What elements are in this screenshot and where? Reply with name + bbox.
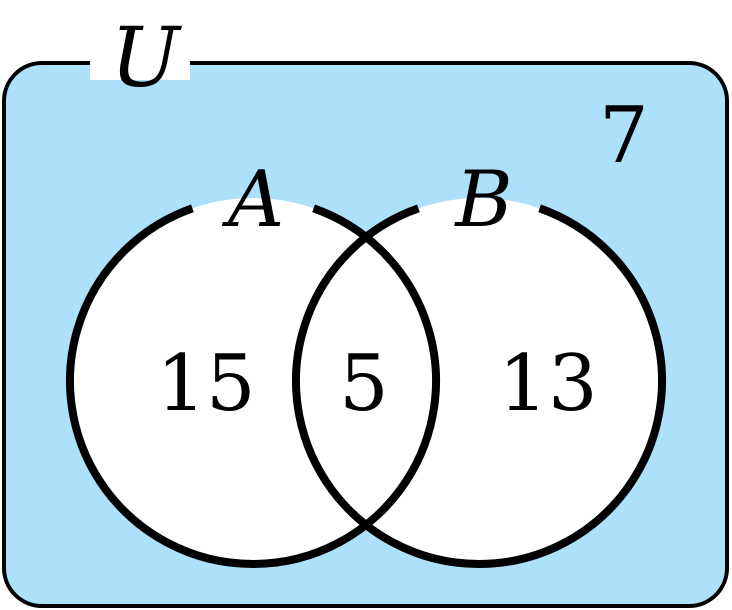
set-b-fill [296,198,662,564]
set-b-label: B [453,155,512,245]
region-only-a-value: 15 [156,339,255,429]
set-b-circle [292,204,666,568]
region-only-b-value: 13 [498,339,597,429]
universe-label-gap [90,50,190,80]
set-a-circle [66,204,440,568]
region-outside-value: 7 [599,91,649,181]
universe-label: U [110,11,182,106]
set-a-label: A [222,155,284,245]
region-intersection-value: 5 [339,339,389,429]
